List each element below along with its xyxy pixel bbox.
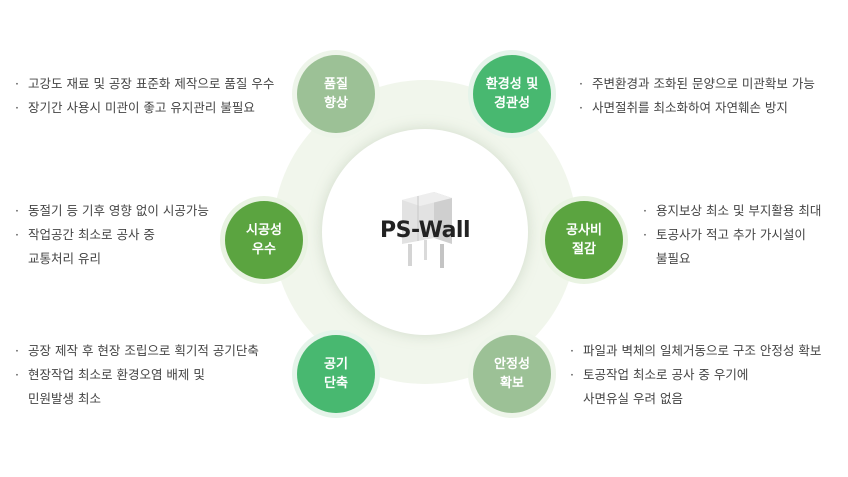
node-scenery-disc: 환경성 및 경관성 <box>473 55 551 133</box>
node-cost-line1: 공사비 <box>566 223 602 238</box>
desc-safety-item: 파일과 벽체의 일체거동으로 구조 안정성 확보 <box>569 339 821 363</box>
desc-cost-item-cont: 불필요 <box>656 251 691 266</box>
node-period-line2: 단축 <box>324 376 348 391</box>
desc-construct-item: 동절기 등 기후 영향 없이 시공가능 <box>14 199 209 223</box>
node-cost-line2: 절감 <box>572 242 596 257</box>
wall-panel-icon <box>402 192 452 268</box>
desc-quality-item: 장기간 사용시 미관이 좋고 유지관리 불필요 <box>14 96 274 120</box>
node-construct-disc: 시공성 우수 <box>225 201 303 279</box>
center-title: PS-Wall <box>379 218 471 243</box>
node-cost-disc: 공사비 절감 <box>545 201 623 279</box>
desc-construct: 동절기 등 기후 영향 없이 시공가능 작업공간 최소로 공사 중 교통처리 유… <box>14 199 209 271</box>
node-period: 공기 단축 <box>292 330 380 418</box>
node-cost: 공사비 절감 <box>540 196 628 284</box>
node-scenery-line2: 경관성 <box>494 96 530 111</box>
node-safety-line2: 확보 <box>500 376 524 391</box>
desc-cost: 용지보상 최소 및 부지활용 최대 토공사가 적고 추가 가시설이 불필요 <box>642 199 821 271</box>
desc-period-item: 현장작업 최소로 환경오염 배제 및 <box>14 363 259 387</box>
node-safety-disc: 안정성 확보 <box>473 335 551 413</box>
node-scenery-line1: 환경성 및 <box>485 77 539 92</box>
desc-cost-item: 토공사가 적고 추가 가시설이 <box>642 223 821 247</box>
desc-quality-item: 고강도 재료 및 공장 표준화 제작으로 품질 우수 <box>14 72 274 96</box>
desc-scenery: 주변환경과 조화된 문양으로 미관확보 가능 사면절취를 최소화하여 자연훼손 … <box>578 72 815 120</box>
desc-cost-item: 용지보상 최소 및 부지활용 최대 <box>642 199 821 223</box>
desc-period-item: 공장 제작 후 현장 조립으로 획기적 공기단축 <box>14 339 259 363</box>
node-quality: 품질 향상 <box>292 50 380 138</box>
desc-scenery-item: 사면절취를 최소화하여 자연훼손 방지 <box>578 96 815 120</box>
desc-period: 공장 제작 후 현장 조립으로 획기적 공기단축 현장작업 최소로 환경오염 배… <box>14 339 259 411</box>
node-construct-line1: 시공성 <box>246 223 282 238</box>
desc-scenery-item: 주변환경과 조화된 문양으로 미관확보 가능 <box>578 72 815 96</box>
desc-safety-item: 토공작업 최소로 공사 중 우기에 <box>569 363 821 387</box>
desc-quality: 고강도 재료 및 공장 표준화 제작으로 품질 우수 장기간 사용시 미관이 좋… <box>14 72 274 120</box>
node-period-line1: 공기 <box>324 357 348 372</box>
node-construct-line2: 우수 <box>252 242 276 257</box>
node-construct: 시공성 우수 <box>220 196 308 284</box>
desc-construct-item-cont: 교통처리 유리 <box>28 251 101 266</box>
node-quality-disc: 품질 향상 <box>297 55 375 133</box>
node-period-disc: 공기 단축 <box>297 335 375 413</box>
node-quality-line1: 품질 <box>324 77 348 92</box>
node-safety: 안정성 확보 <box>468 330 556 418</box>
desc-construct-item: 작업공간 최소로 공사 중 <box>14 223 209 247</box>
node-scenery: 환경성 및 경관성 <box>468 50 556 138</box>
desc-safety-item-cont: 사면유실 우려 없음 <box>583 391 683 406</box>
desc-period-item-cont: 민원발생 최소 <box>28 391 101 406</box>
node-safety-line1: 안정성 <box>494 357 530 372</box>
desc-safety: 파일과 벽체의 일체거동으로 구조 안정성 확보 토공작업 최소로 공사 중 우… <box>569 339 821 411</box>
node-quality-line2: 향상 <box>324 96 348 111</box>
